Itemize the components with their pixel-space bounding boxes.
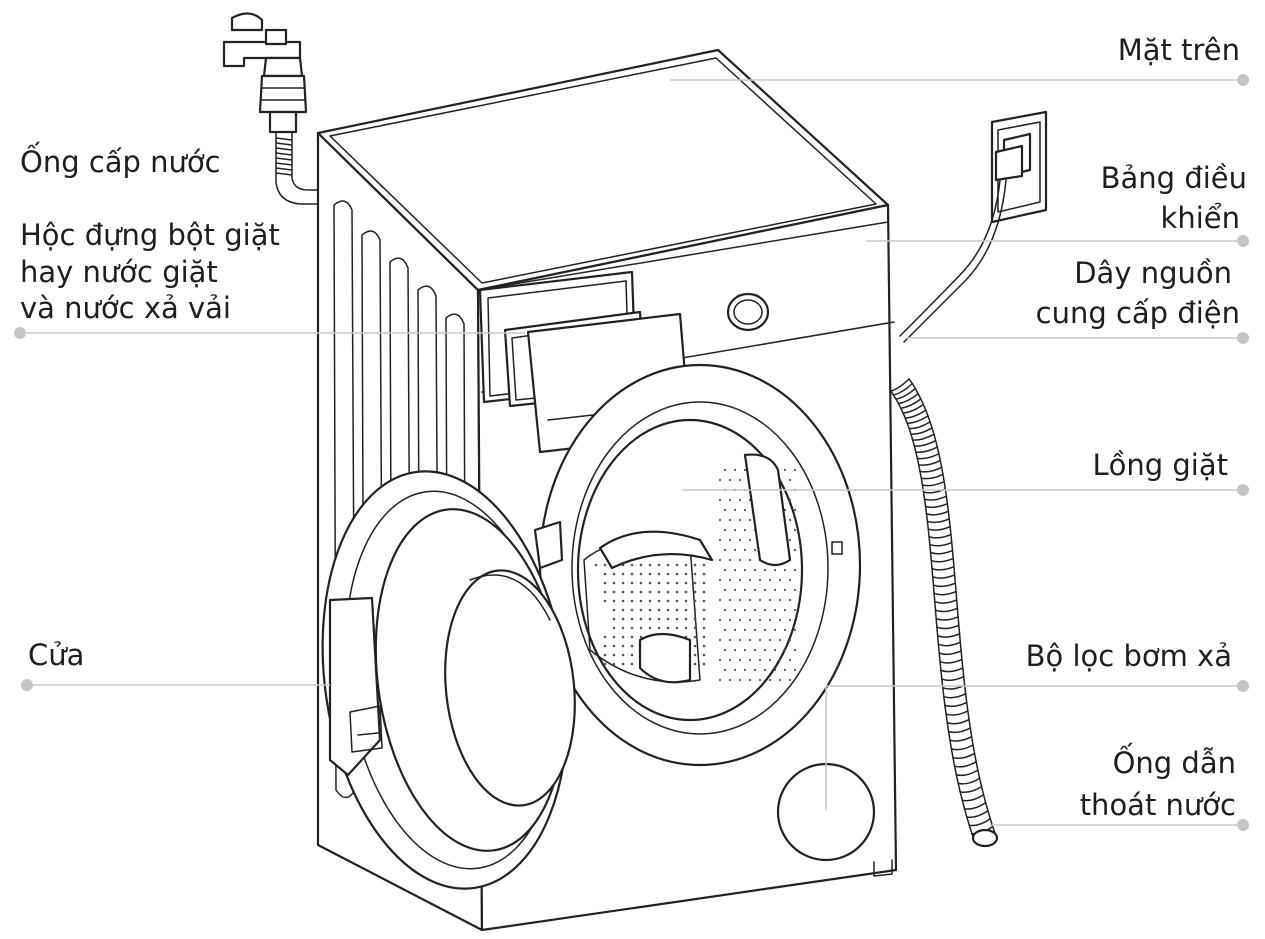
label-cua: Cửa: [28, 638, 84, 672]
label-hoc-dung-line2: hay nước giặt: [20, 255, 218, 289]
water-tap-illustration: [222, 12, 319, 205]
label-day-nguon-line2: cung cấp điện: [1036, 296, 1240, 330]
label-mat-tren: Mặt trên: [1118, 33, 1240, 67]
washing-machine-illustration: [222, 12, 1048, 932]
label-hoc-dung-line1: Hộc đựng bột giặt: [20, 218, 280, 252]
part-labels: Mặt trên Bảng điều khiển Dây nguồn cung …: [20, 33, 1247, 822]
label-ong-dan-line1: Ống dẫn: [1113, 743, 1236, 780]
leader-lines: [14, 74, 1249, 831]
label-ong-dan-line2: thoát nước: [1080, 788, 1236, 822]
door-illustration: [321, 470, 576, 890]
label-bang-dieu-khien-line2: khiển: [1161, 201, 1240, 235]
label-hoc-dung-line3: và nước xả vải: [20, 291, 231, 325]
label-ong-cap-nuoc: Ống cấp nước: [20, 142, 221, 179]
label-long-giat: Lồng giặt: [1092, 448, 1228, 482]
label-day-nguon-line1: Dây nguồn: [1074, 256, 1232, 290]
wall-socket-illustration: [899, 110, 1048, 343]
drain-hose-illustration: [890, 378, 999, 848]
label-bo-loc-bom-xa: Bộ lọc bơm xả: [1026, 639, 1232, 673]
label-bang-dieu-khien-line1: Bảng điều: [1101, 161, 1247, 195]
